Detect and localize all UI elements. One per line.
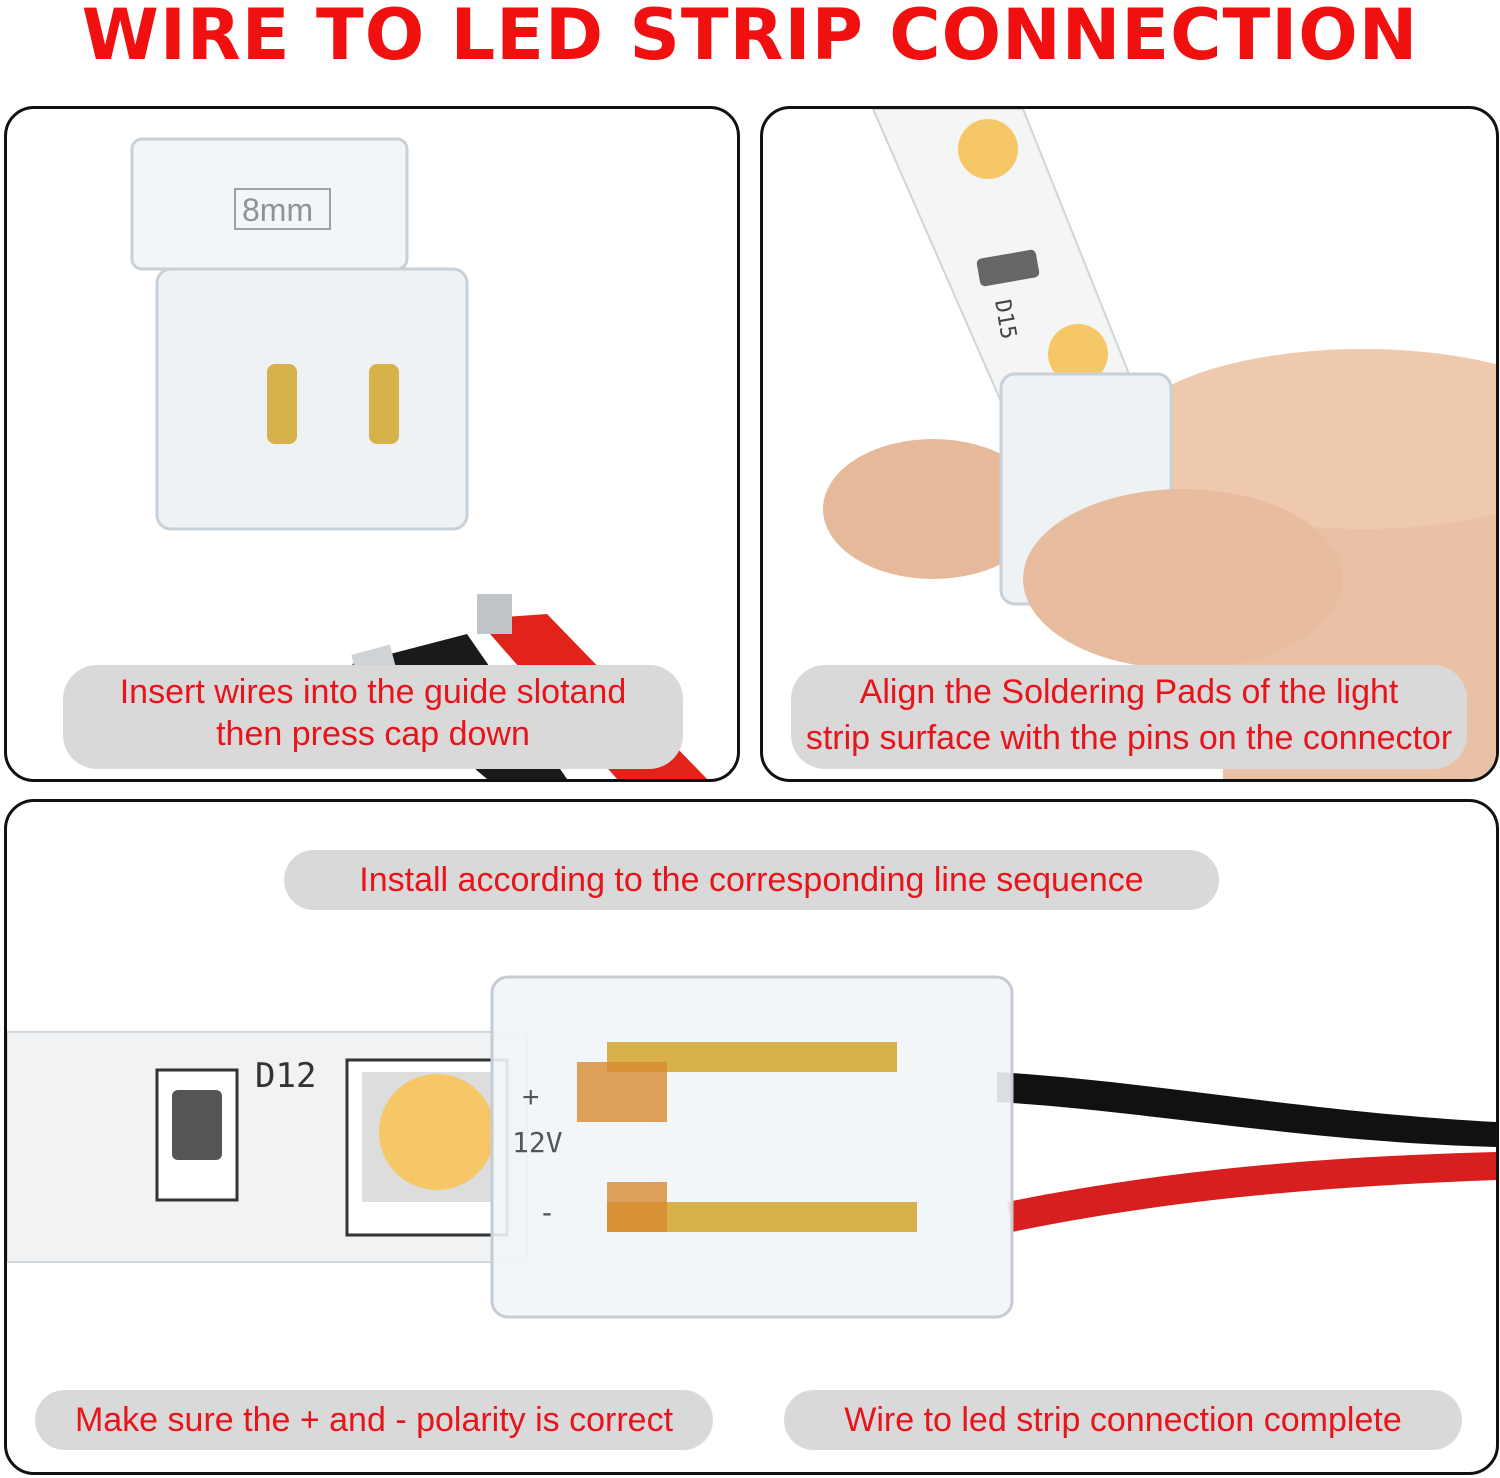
install-header-caption: Install according to the corresponding l… — [284, 850, 1219, 910]
minus-label: - — [542, 1196, 552, 1229]
page-title: WIRE TO LED STRIP CONNECTION — [81, 0, 1419, 76]
caption-line: strip surface with the pins on the conne… — [805, 719, 1453, 757]
caption-line: Insert wires into the guide slotand — [119, 673, 627, 711]
caption-line: Align the Soldering Pads of the light — [859, 673, 1399, 711]
insert-wires-panel: 8mm Insert wires into the guide slotand … — [4, 106, 740, 782]
caption-line: then press cap down — [216, 715, 530, 753]
led-label: D12 — [255, 1056, 316, 1096]
align-pads-panel: D15 Align the Soldering Pads of the ligh… — [760, 106, 1499, 782]
completed-connection-illustration: D12 + 12V - — [7, 975, 1496, 1319]
align-pads-caption: Align the Soldering Pads of the light st… — [791, 665, 1467, 769]
install-panel: D12 + 12V - Install according to the cor… — [4, 799, 1499, 1475]
connection-complete-caption: Wire to led strip connection complete — [784, 1390, 1462, 1450]
polarity-caption: Make sure the + and - polarity is correc… — [35, 1390, 713, 1450]
plus-label: + — [522, 1081, 540, 1114]
voltage-label: 12V — [512, 1126, 563, 1159]
insert-wires-caption: Insert wires into the guide slotand then… — [63, 665, 683, 769]
connector-size-label: 8mm — [242, 192, 313, 228]
